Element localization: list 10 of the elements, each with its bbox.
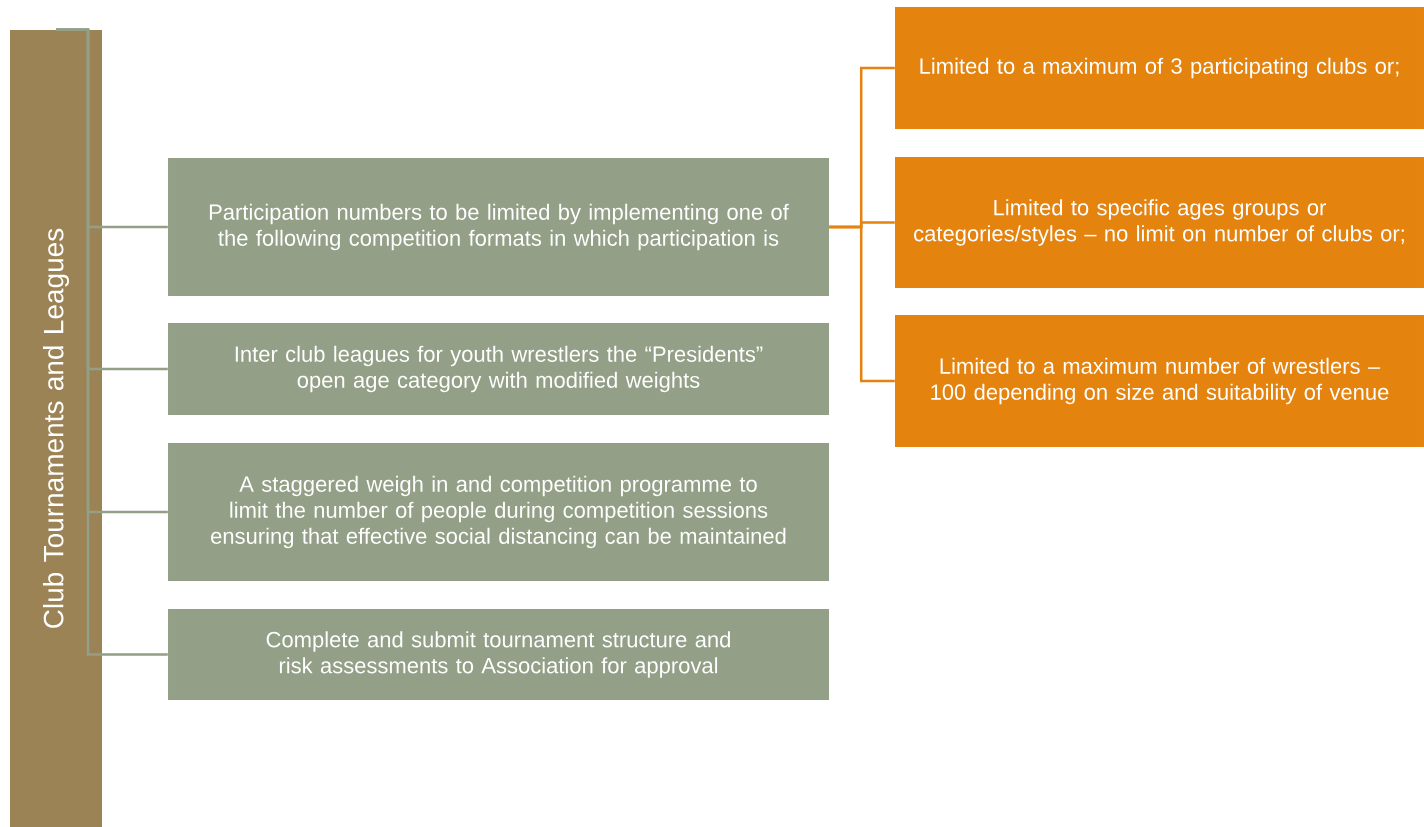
text-box: Participation numbers to be limited by implementing one of the following competition formats in which participation is: [168, 158, 829, 296]
text-box: Limited to specific ages groups or categories/styles – no limit on number of clubs or;: [895, 157, 1424, 288]
text-box: A staggered weigh in and competition programme to limit the number of people during competition sessions ensuring that effective social distancing can be maintained: [168, 443, 829, 581]
connector-line: [829, 225, 895, 383]
text-box: Limited to a maximum of 3 participating clubs or;: [895, 7, 1424, 129]
connector-line: [56, 28, 168, 656]
text-box: Inter club leagues for youth wrestlers the “Presidents” open age category with modified weights: [168, 323, 829, 415]
title-band: Club Tournaments and Leagues: [10, 30, 102, 827]
text-box: Complete and submit tournament structure and risk assessments to Association for approval: [168, 609, 829, 700]
text-box: Limited to a maximum number of wrestlers – 100 depending on size and suitability of venue: [895, 315, 1424, 447]
